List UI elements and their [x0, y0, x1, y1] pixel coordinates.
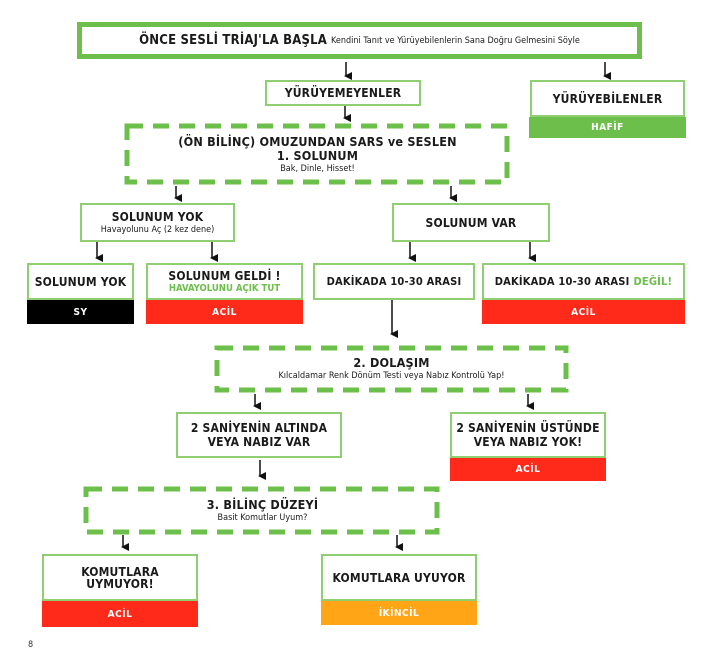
- alti-box: 2 SANİYENİN ALTINDA VEYA NABIZ VAR: [176, 412, 342, 458]
- step1-content: (ÖN BİLİNÇ) OMUZUNDAN SARS ve SESLEN 1. …: [130, 130, 505, 180]
- acil-label: ACİL: [107, 608, 133, 620]
- start-triage-box: ÖNCE SESLİ TRİAJ'LA BAŞLA Kendini Tanıt …: [77, 22, 642, 59]
- step2-line2: Kılcaldamar Renk Dönüm Testi veya Nabız …: [278, 371, 505, 381]
- step2-line1: 2. DOLAŞIM: [353, 355, 430, 370]
- alti-line1: 2 SANİYENİN ALTINDA: [190, 421, 328, 435]
- step1-line3: Bak, Dinle, Hisset!: [280, 164, 355, 174]
- solunum-var-box: SOLUNUM VAR: [392, 203, 550, 242]
- step3-content: 3. BİLİNÇ DÜZEYİ Basit Komutlar Uyum?: [90, 492, 435, 530]
- solunum-geldi-subtitle: HAVAYOLUNU AÇIK TUT: [168, 282, 281, 294]
- yurumeyenler-box: YÜRÜYEMEYENLER: [265, 80, 421, 106]
- start-triage-title: ÖNCE SESLİ TRİAJ'LA BAŞLA: [139, 32, 328, 48]
- solunum-yok-title: SOLUNUM YOK: [111, 209, 204, 224]
- acil-label: ACİL: [212, 306, 237, 318]
- solunum-geldi-category-band: ACİL: [146, 300, 303, 324]
- yuruyebilenler-box: YÜRÜYEBİLENLER: [530, 80, 685, 117]
- acil-label: ACİL: [571, 306, 596, 318]
- solunum-yok-box: SOLUNUM YOK Havayolunu Aç (2 kez dene): [80, 203, 235, 242]
- uyuyor-box: KOMUTLARA UYUYOR: [321, 554, 477, 601]
- uymuyor-line1: KOMUTLARA: [81, 564, 159, 579]
- solunum-yok-subtitle: Havayolunu Aç (2 kez dene): [100, 224, 215, 235]
- step3-frame: [83, 486, 440, 535]
- ustu-box: 2 SANİYENİN ÜSTÜNDE VEYA NABIZ YOK!: [450, 412, 606, 458]
- ustu-category-band: ACİL: [450, 458, 606, 481]
- uymuyor-box: KOMUTLARA UYMUYOR!: [42, 554, 198, 601]
- step1-frame: [124, 123, 510, 185]
- dakika-not-box: DAKİKADA 10-30 ARASI DEĞİL!: [482, 263, 685, 300]
- alti-line2: VEYA NABIZ VAR: [207, 435, 311, 449]
- solunum-yok-final-box: SOLUNUM YOK: [27, 263, 134, 300]
- solunum-geldi-box: SOLUNUM GELDİ ! HAVAYOLUNU AÇIK TUT: [146, 263, 303, 300]
- solunum-geldi-title: SOLUNUM GELDİ !: [168, 268, 281, 283]
- dakika-ok-box: DAKİKADA 10-30 ARASI: [313, 263, 475, 300]
- ustu-line2: VEYA NABIZ YOK!: [473, 435, 583, 449]
- hafif-label: HAFİF: [591, 122, 624, 133]
- solunum-yok-final-title: SOLUNUM YOK: [34, 274, 127, 289]
- dakika-ok-title: DAKİKADA 10-30 ARASI: [326, 274, 462, 288]
- uymuyor-line2: UYMUYOR!: [86, 576, 154, 591]
- page-number: 8: [28, 640, 34, 650]
- sy-category-band: SY: [27, 300, 134, 324]
- dakika-not-category-band: ACİL: [482, 300, 685, 324]
- acil-label: ACİL: [515, 464, 541, 475]
- solunum-var-title: SOLUNUM VAR: [425, 215, 517, 230]
- yurumeyenler-title: YÜRÜYEMEYENLER: [284, 86, 402, 100]
- dakika-not-title: DAKİKADA 10-30 ARASI: [494, 274, 630, 288]
- step2-frame: [214, 345, 569, 393]
- step2-content: 2. DOLAŞIM Kılcaldamar Renk Dönüm Testi …: [220, 350, 563, 388]
- step3-line2: Basit Komutlar Uyum?: [217, 513, 308, 523]
- dakika-not-highlight: DEĞİL!: [633, 274, 673, 288]
- ustu-line1: 2 SANİYENİN ÜSTÜNDE: [456, 421, 600, 435]
- ikincil-label: İKİNCİL: [378, 607, 420, 619]
- step1-line2: 1. SOLUNUM: [276, 148, 359, 163]
- sy-label: SY: [73, 306, 88, 318]
- start-triage-subtitle: Kendini Tanıt ve Yürüyebilenlerin Sana D…: [331, 35, 580, 46]
- uyuyor-title: KOMUTLARA UYUYOR: [332, 570, 466, 585]
- step1-line1: (ÖN BİLİNÇ) OMUZUNDAN SARS ve SESLEN: [178, 134, 457, 149]
- yuruyebilenler-title: YÜRÜYEBİLENLER: [552, 91, 663, 106]
- hafif-category-band: HAFİF: [529, 117, 686, 138]
- uyuyor-category-band: İKİNCİL: [321, 601, 477, 625]
- uymuyor-category-band: ACİL: [42, 601, 198, 627]
- step3-line1: 3. BİLİNÇ DÜZEYİ: [206, 497, 319, 512]
